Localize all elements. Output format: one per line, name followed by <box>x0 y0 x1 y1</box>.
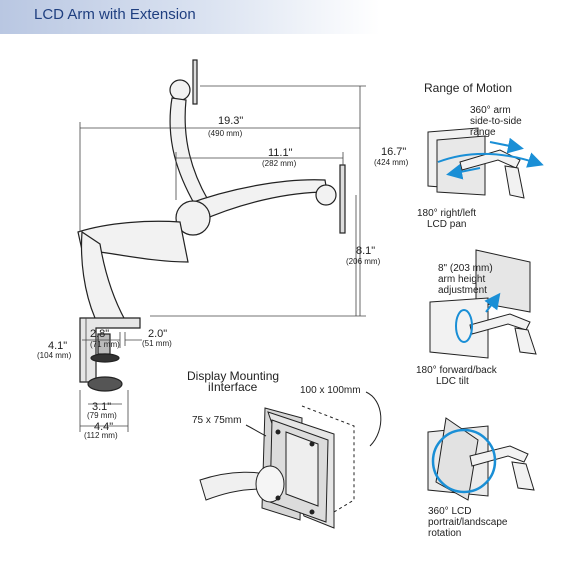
side-range-line1: 360° arm <box>470 105 511 116</box>
dim-reach-mm: (282 mm) <box>262 159 297 168</box>
arrow-height <box>484 292 501 313</box>
dimension-labels: 19.3" (490 mm) 11.1" (282 mm) 16.7" (424… <box>37 115 409 440</box>
dim-clamp-depth: 2.8" <box>90 328 109 340</box>
base-1 <box>504 165 525 199</box>
arrows-height-tilt <box>455 292 501 343</box>
elbow-joint <box>175 200 211 236</box>
side-range-line2: side-to-side <box>470 116 522 127</box>
dim-height-mount-mm: (206 mm) <box>346 257 381 266</box>
dim-clamp-width-mm: (79 mm) <box>87 411 117 420</box>
dim-base-width-mm: (112 mm) <box>84 431 118 440</box>
height-line2: arm height <box>438 274 485 285</box>
raised-monitor <box>192 59 198 105</box>
vesa-mount-illustration <box>199 391 382 529</box>
pan-line2: LCD pan <box>427 219 466 230</box>
dim-height-mount: 8.1" <box>356 245 375 257</box>
vesa-100-label: 100 x 100mm <box>300 385 361 396</box>
arrow-tilt <box>455 309 473 343</box>
vesa-75-label: 75 x 75mm <box>192 415 241 426</box>
height-line3: adjustment <box>438 285 487 296</box>
motion-side-to-side <box>427 127 525 199</box>
dim-height-total: 16.7" <box>381 146 406 158</box>
dim-reach: 11.1" <box>268 147 293 159</box>
dim-base-width: 4.4" <box>94 421 113 433</box>
tilt-line2: LDC tilt <box>436 376 469 387</box>
clamp-knob <box>87 376 123 392</box>
base-3 <box>511 461 535 491</box>
arm-side-view <box>77 59 346 392</box>
mounting-title-line2: iInterface <box>208 380 258 394</box>
arrows-side-to-side <box>437 137 544 180</box>
dim-width-total-mm: (490 mm) <box>208 129 243 138</box>
dimension-lines <box>79 85 366 432</box>
arrow-rotation <box>431 428 497 494</box>
leader-100 <box>365 391 382 447</box>
dim-clamp-offset-mm: (51 mm) <box>142 339 172 348</box>
monitor-panel-2 <box>429 297 489 359</box>
dim-clamp-height: 4.1" <box>48 340 67 352</box>
dim-clamp-offset: 2.0" <box>148 328 167 340</box>
tilt-line1: 180° forward/back <box>416 365 498 376</box>
vesa-100-outline <box>301 405 355 513</box>
side-range-line3: range <box>470 127 496 138</box>
clamp-pad <box>90 353 120 363</box>
raised-tilt-joint <box>169 79 191 101</box>
page-title: LCD Arm with Extension <box>34 6 196 23</box>
rotation-line3: rotation <box>428 528 461 539</box>
mounting-title-line1: Display Mounting <box>187 369 279 383</box>
vesa-plate-inner <box>285 431 319 507</box>
header-banner <box>0 0 380 34</box>
dim-clamp-width: 3.1" <box>92 401 111 413</box>
height-line1: 8" (203 mm) <box>438 263 493 274</box>
monitor-tilt-joint <box>315 184 337 206</box>
dim-width-total: 19.3" <box>218 115 243 127</box>
pan-line1: 180° right/left <box>417 208 476 219</box>
rotation-line2: portrait/landscape <box>428 517 508 528</box>
dim-clamp-height-mm: (104 mm) <box>37 351 72 360</box>
leader-75 <box>245 424 267 437</box>
arm-3 <box>469 445 529 467</box>
dim-clamp-depth-mm: (71 mm) <box>90 340 120 349</box>
base-2 <box>514 327 537 355</box>
lower-arm <box>77 220 189 263</box>
arrow-side-range <box>437 152 544 168</box>
mount-joint <box>255 465 285 503</box>
motion-rotation <box>427 417 535 501</box>
dim-height-total-mm: (424 mm) <box>374 158 409 167</box>
range-of-motion-title: Range of Motion <box>424 81 512 95</box>
extended-monitor <box>339 164 346 234</box>
monitor-portrait-3 <box>435 417 479 501</box>
rotation-line1: 360° LCD <box>428 506 471 517</box>
